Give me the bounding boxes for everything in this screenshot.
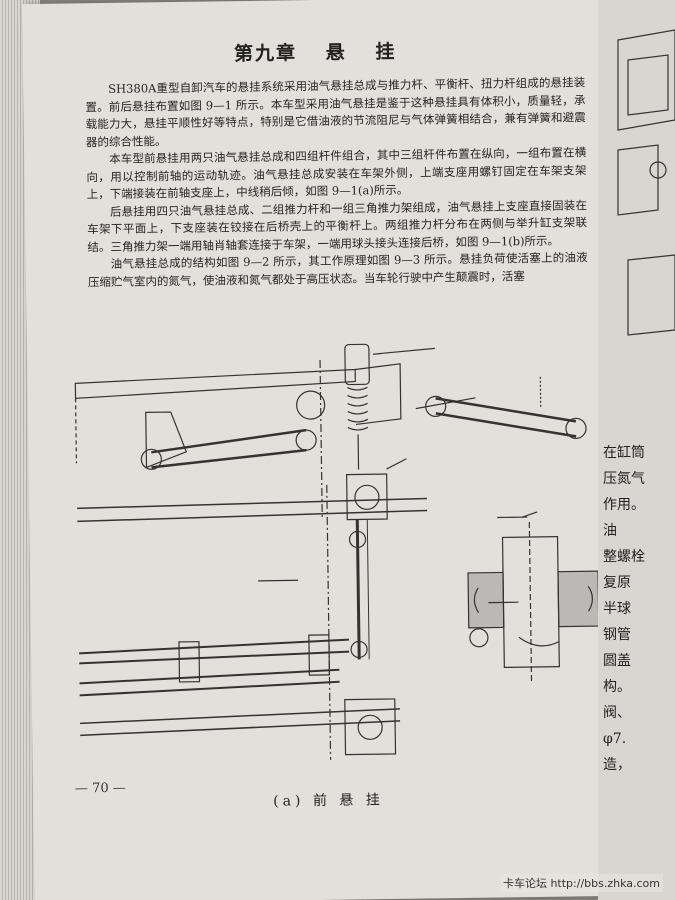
figure-caption: (a) 前 悬 挂 [273,792,384,810]
facing-line: 在缸筒 [603,445,645,461]
facing-line: φ7. [603,731,627,747]
body-text: SH380A重型自卸汽车的悬挂系统采用油气悬挂总成与推力杆、平衡杆、扭力杆组成的… [85,74,588,291]
facing-line: 作用。 [603,497,645,513]
facing-line: 整螺栓 [603,549,645,565]
strut-top [344,343,370,386]
facing-line: 构。 [603,679,631,695]
front-suspension-drawing [55,336,621,794]
facing-line: 造， [603,757,631,773]
radius-rod-right [435,397,577,423]
forum-watermark: 卡车论坛 http://bbs.zhka.com [499,874,663,892]
facing-page-drawing [617,29,675,336]
plan-lower-mount [344,698,397,756]
axle-bracket [145,411,188,469]
facing-line: 阀、 [603,705,631,721]
paragraph-3: 后悬挂用四只油气悬挂总成、二组推力杆和一组三角推力架组成，油气悬挂上支座直接固装… [87,197,588,254]
book-page: 第九章 悬 挂 SH380A重型自卸汽车的悬挂系统采用油气悬挂总成与推力杆、平衡… [22,0,620,900]
page-number: — 70 — [74,780,126,797]
facing-page-text: 在缸筒 压氮气 作用。 油 整螺栓 复原 半球 钢管 圆盖 构。 阀、 φ7. … [603,440,675,778]
facing-line: 钢管 [603,627,631,643]
chapter-title-char-2: 挂 [375,40,397,64]
plan-frame-top [77,497,427,510]
facing-line: 复原 [603,575,631,591]
facing-line: 油 [603,523,617,539]
facing-line: 压氮气 [603,471,645,487]
chapter-number: 第九章 [233,42,298,66]
facing-line: 半球 [603,601,631,617]
facing-line: 圆盖 [603,653,631,669]
frame-beam [74,368,356,400]
facing-page: 在缸筒 压氮气 作用。 油 整螺栓 复原 半球 钢管 圆盖 构。 阀、 φ7. … [598,0,675,900]
paragraph-2: 本车型前悬挂用两只油气悬挂总成和四组杆件组合，其中三组杆件布置在纵向，一组布置在… [86,145,587,202]
radius-rod-left [151,428,307,454]
paragraph-4: 油气悬挂总成的结构如图 9—2 所示，其工作原理如图 9—3 所示。悬挂负荷使活… [87,250,588,289]
chapter-title-char-1: 悬 [325,41,347,64]
technical-drawing [74,343,600,760]
strut-bellows [347,386,369,431]
paragraph-1: SH380A重型自卸汽车的悬挂系统采用油气悬挂总成与推力杆、平衡杆、扭力杆组成的… [85,75,586,149]
chapter-title: 第九章 悬 挂 [23,34,608,69]
frame-bracket [355,363,402,426]
plan-vertical-rod [355,519,361,660]
